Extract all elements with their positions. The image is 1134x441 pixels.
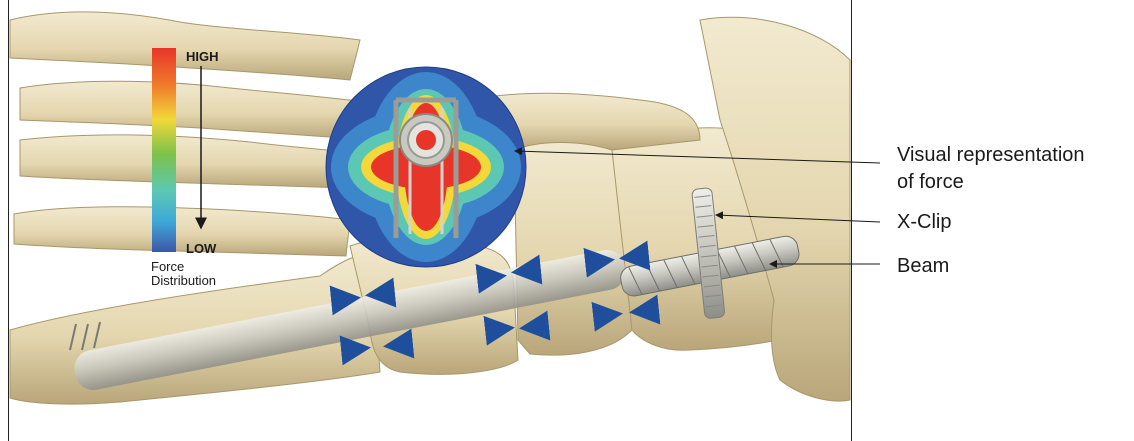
- toe-bone-1: [10, 12, 360, 80]
- compression-arrow: [492, 328, 510, 330]
- callout-xclip: X-Clip: [897, 210, 951, 234]
- callout-beam: Beam: [897, 254, 949, 278]
- compression-arrow: [336, 298, 356, 300]
- compression-arrow: [484, 276, 502, 278]
- compression-arrow: [634, 310, 654, 312]
- scale-caption: Force Distribution: [151, 260, 216, 288]
- toe-bone-2: [20, 81, 380, 140]
- callout-force-representation-line1: Visual representation: [897, 143, 1085, 167]
- compression-arrow: [388, 344, 408, 346]
- toe-bone-4: [14, 207, 350, 256]
- compression-arrow: [346, 348, 366, 350]
- force-scale-bar: [152, 48, 176, 252]
- force-heatmap: [326, 67, 526, 267]
- compression-arrow: [600, 314, 618, 316]
- compression-arrow: [592, 260, 610, 262]
- scale-high-label: HIGH: [186, 49, 219, 64]
- toe-bone-3: [20, 135, 350, 188]
- callout-force-representation-line2: of force: [897, 170, 964, 194]
- compression-arrow: [516, 270, 536, 272]
- compression-arrow: [624, 256, 644, 258]
- compression-arrow: [370, 293, 390, 295]
- compression-arrow: [524, 326, 544, 328]
- scale-low-label: LOW: [186, 241, 216, 256]
